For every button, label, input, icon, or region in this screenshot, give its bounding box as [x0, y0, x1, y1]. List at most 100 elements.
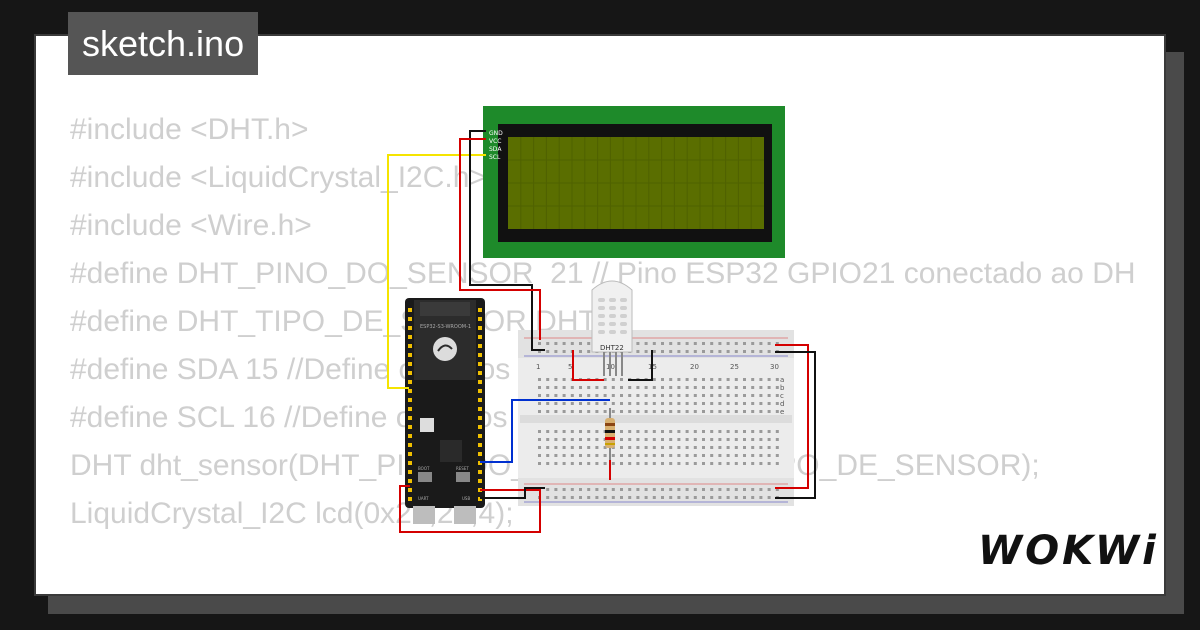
breadboard-hole — [562, 454, 566, 457]
breadboard-hole — [669, 402, 673, 405]
breadboard-hole — [603, 386, 607, 389]
breadboard-hole — [587, 430, 591, 433]
pullup-resistor[interactable] — [605, 408, 615, 460]
breadboard-hole — [661, 496, 664, 499]
breadboard-hole — [546, 410, 550, 413]
breadboard-hole — [562, 394, 566, 397]
breadboard-hole — [685, 394, 689, 397]
breadboard-hole — [734, 394, 738, 397]
breadboard-hole — [759, 342, 763, 345]
esp32-header-pin — [408, 488, 412, 492]
code-line: #include <DHT.h> — [70, 113, 309, 146]
breadboard-hole — [611, 378, 615, 381]
breadboard-hole — [546, 462, 550, 465]
breadboard-hole — [587, 394, 591, 397]
breadboard-hole — [652, 430, 656, 433]
breadboard-hole — [579, 386, 582, 389]
breadboard-hole — [587, 488, 591, 491]
breadboard-hole — [611, 488, 615, 491]
breadboard-hole — [726, 488, 730, 491]
esp32-header-pin — [408, 479, 412, 483]
breadboard-hole — [611, 454, 615, 457]
breadboard-hole — [595, 386, 599, 389]
breadboard-hole — [710, 402, 714, 405]
breadboard-hole — [751, 394, 755, 397]
bb-row-d: d — [780, 400, 784, 408]
breadboard-hole — [554, 378, 558, 381]
breadboard-hole — [710, 342, 714, 345]
breadboard-hole — [538, 462, 541, 465]
dht-vent-slot — [620, 306, 627, 310]
breadboard-hole — [570, 496, 574, 499]
esp32-header-pin — [408, 452, 412, 456]
breadboard-hole — [570, 454, 574, 457]
breadboard-hole — [562, 342, 566, 345]
breadboard-hole — [767, 446, 771, 449]
breadboard-hole — [775, 430, 779, 433]
dht-vent-slot — [620, 322, 627, 326]
breadboard-hole — [579, 488, 582, 491]
breadboard-hole — [734, 438, 738, 441]
breadboard-hole — [759, 402, 763, 405]
breadboard-hole — [652, 394, 656, 397]
breadboard-hole — [636, 430, 640, 433]
breadboard-hole — [620, 496, 623, 499]
breadboard-hole — [759, 454, 763, 457]
breadboard-hole — [677, 342, 681, 345]
breadboard-hole — [726, 386, 730, 389]
breadboard-hole — [636, 454, 640, 457]
breadboard-hole — [579, 496, 582, 499]
breadboard-hole — [702, 378, 705, 381]
breadboard-hole — [628, 446, 632, 449]
breadboard-hole — [579, 454, 582, 457]
breadboard-hole — [661, 446, 664, 449]
breadboard-hole — [702, 430, 705, 433]
breadboard-hole — [546, 496, 550, 499]
breadboard-hole — [685, 350, 689, 353]
esp32-header-pin — [408, 326, 412, 330]
breadboard-hole — [775, 342, 779, 345]
breadboard-hole — [644, 438, 648, 441]
lcd-display[interactable]: GND VCC SDA SCL — [483, 106, 785, 258]
breadboard[interactable]: 1 5 10 15 20 25 30 a b c d e — [518, 330, 794, 506]
usb-port-uart — [413, 506, 435, 524]
dht22-sensor[interactable]: DHT22 — [591, 280, 633, 376]
breadboard-hole — [759, 496, 763, 499]
bb-row-b: b — [780, 384, 785, 392]
breadboard-hole — [767, 342, 771, 345]
breadboard-hole — [661, 386, 664, 389]
breadboard-hole — [726, 496, 730, 499]
file-tab[interactable]: sketch.ino — [68, 12, 259, 75]
breadboard-hole — [726, 342, 730, 345]
breadboard-hole — [743, 438, 746, 441]
breadboard-hole — [570, 462, 574, 465]
breadboard-hole — [693, 462, 697, 465]
esp32-header-pin — [478, 326, 482, 330]
boot-button[interactable] — [418, 472, 432, 482]
breadboard-hole — [759, 462, 763, 465]
esp32-header-pin — [408, 353, 412, 357]
breadboard-hole — [677, 394, 681, 397]
breadboard-hole — [693, 342, 697, 345]
breadboard-hole — [554, 402, 558, 405]
bb-row-e: e — [780, 408, 784, 416]
esp32-header-pin — [478, 380, 482, 384]
breadboard-hole — [677, 454, 681, 457]
reset-button[interactable] — [456, 472, 470, 482]
breadboard-hole — [702, 342, 705, 345]
breadboard-hole — [570, 410, 574, 413]
breadboard-hole — [751, 410, 755, 413]
breadboard-hole — [644, 446, 648, 449]
breadboard-hole — [603, 378, 607, 381]
lcd-pin-labels: GND VCC SDA SCL — [489, 130, 503, 161]
breadboard-hole — [587, 386, 591, 389]
breadboard-hole — [628, 438, 632, 441]
dht-vent-slot — [620, 330, 627, 334]
breadboard-hole — [734, 430, 738, 433]
breadboard-hole — [562, 488, 566, 491]
breadboard-hole — [734, 386, 738, 389]
breadboard-hole — [710, 410, 714, 413]
esp32-header-pin — [408, 461, 412, 465]
breadboard-hole — [759, 410, 763, 413]
esp32-board[interactable]: ESP32-S3-WROOM-1 BOOT RESET UART USB — [405, 298, 485, 524]
